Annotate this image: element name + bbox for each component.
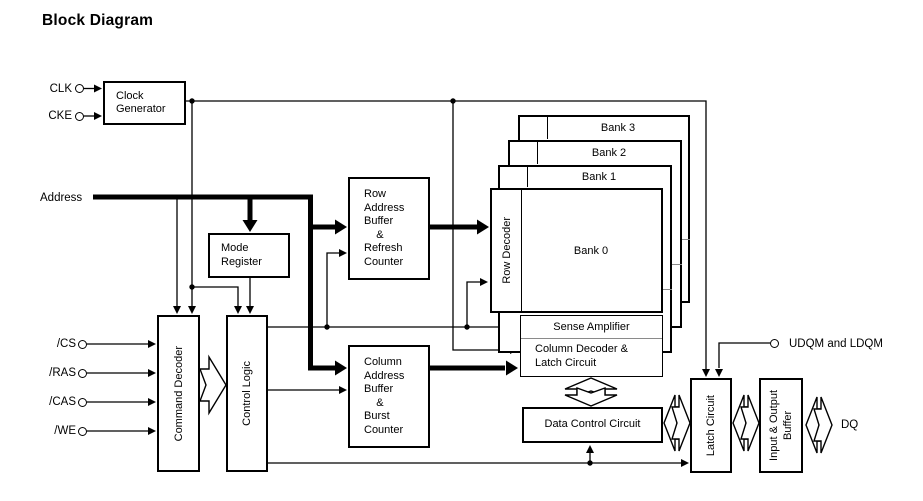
bank-depth-mark — [663, 289, 672, 290]
ras-label: /RAS — [49, 367, 76, 379]
command-to-control-arrow — [198, 354, 227, 416]
io-buffer-box: Input & Output Buffer — [759, 378, 803, 473]
row-address-buffer-box: Row Address Buffer & Refresh Counter — [348, 177, 430, 280]
udqm-label: UDQM and LDQM — [789, 337, 883, 350]
we-terminal-icon — [78, 426, 87, 436]
thick-arrowheads — [242, 219, 518, 376]
dq-double-arrow — [805, 396, 833, 454]
control-logic-box: Control Logic — [226, 315, 268, 472]
cas-label: /CAS — [49, 396, 76, 408]
address-bus — [93, 194, 505, 371]
bank-2-divider — [537, 142, 539, 164]
bank-2-label: Bank 2 — [591, 146, 627, 159]
udqm-terminal-icon — [770, 338, 779, 348]
row-decoder-label: Row Decoder — [500, 217, 513, 284]
cke-label: CKE — [48, 110, 72, 122]
column-decoder-label: Column Decoder & Latch Circuit — [535, 343, 628, 369]
clk-terminal-icon — [75, 84, 84, 93]
latch-circuit-box: Latch Circuit — [690, 378, 732, 473]
cs-label: /CS — [56, 338, 76, 350]
bank-depth-mark — [682, 239, 690, 240]
cs-terminal-icon — [78, 339, 87, 349]
latch-iobuffer-double-arrow — [732, 394, 760, 452]
sense-coldec-block: Sense Amplifier Column Decoder & Latch C… — [520, 315, 663, 377]
coldec-dcc-arrow-down — [564, 387, 618, 407]
we-label: /WE — [54, 425, 76, 437]
page-title: Block Diagram — [42, 12, 154, 29]
mode-register-box: Mode Register — [208, 233, 290, 278]
bank-depth-mark — [672, 264, 682, 265]
address-label: Address — [40, 191, 83, 204]
bank-1-label: Bank 1 — [581, 170, 617, 183]
hollow-arrows — [198, 354, 833, 454]
cke-terminal-icon — [75, 111, 84, 121]
bank-3-label: Bank 3 — [600, 121, 636, 134]
dq-label: DQ — [841, 419, 859, 431]
command-decoder-box: Command Decoder — [157, 315, 200, 472]
junction-dots — [189, 98, 593, 466]
dcc-latch-double-arrow — [663, 394, 691, 452]
bank-0-box: Row Decoder Bank 0 — [490, 188, 663, 313]
bank-1-divider — [527, 167, 529, 187]
bank-0-label: Bank 0 — [573, 244, 609, 257]
data-control-circuit-box: Data Control Circuit — [522, 407, 663, 443]
clk-label: CLK — [49, 82, 72, 95]
column-address-buffer-box: Column Address Buffer & Burst Counter — [348, 345, 430, 448]
cas-terminal-icon — [78, 397, 87, 407]
bank-3-divider — [547, 117, 549, 139]
ras-terminal-icon — [78, 368, 87, 378]
row-decoder-strip: Row Decoder — [492, 190, 522, 311]
sense-amplifier-label: Sense Amplifier — [521, 316, 662, 339]
clock-generator-box: Clock Generator — [103, 81, 186, 125]
